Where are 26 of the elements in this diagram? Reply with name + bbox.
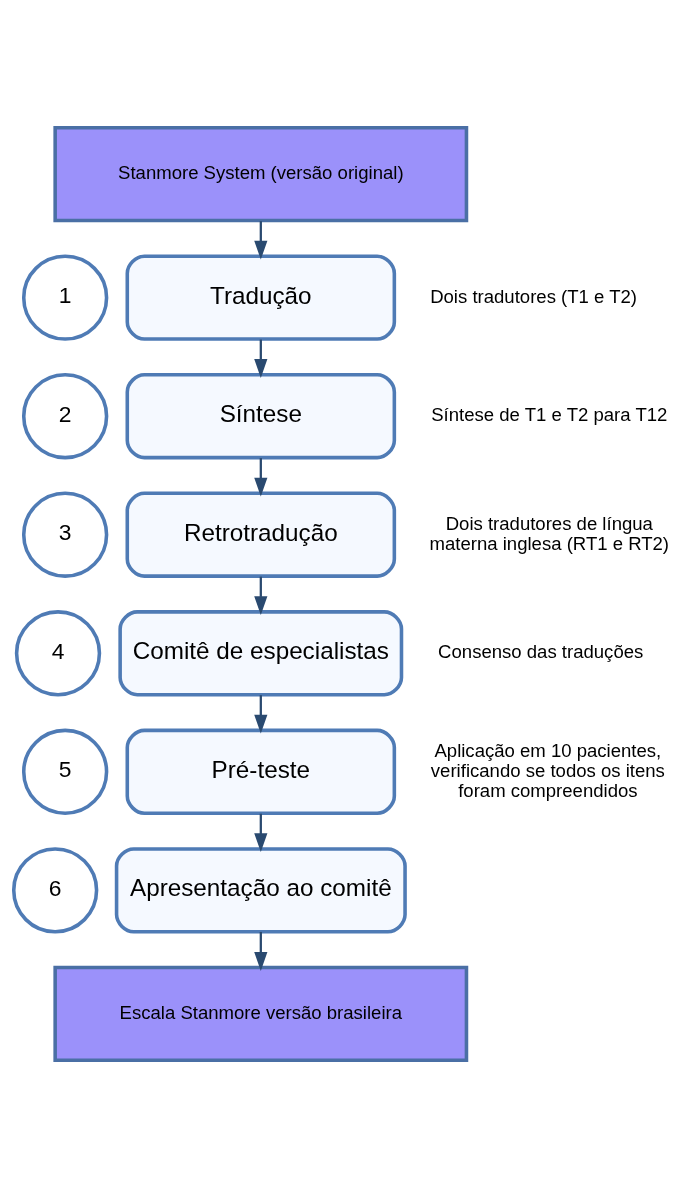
arrow bbox=[254, 813, 268, 852]
node-label: Aplicação em 10 pacientes, verificando se todos os itens foram compreendidos bbox=[430, 739, 665, 801]
node-label: Consenso das traduções bbox=[438, 640, 644, 662]
node-box: Apresentação ao comitê bbox=[114, 846, 407, 934]
node-box: Escala Stanmore versão brasileira bbox=[53, 965, 469, 1062]
arrow bbox=[254, 339, 268, 378]
node-circle: 5 bbox=[21, 728, 109, 815]
node-label: Dois tradutores de língua materna inglesa (RT1 e RT2) bbox=[429, 512, 670, 554]
node-label: Síntese de T1 e T2 para T12 bbox=[431, 403, 668, 425]
node-box: Comitê de especialistas bbox=[118, 609, 404, 696]
arrow bbox=[254, 931, 268, 971]
node-label: Dois tradutores (T1 e T2) bbox=[430, 285, 638, 307]
arrow bbox=[254, 457, 268, 497]
node-circle: 2 bbox=[21, 372, 109, 459]
node-box: Stanmore System (versão original) bbox=[53, 125, 469, 222]
node-circle: 3 bbox=[21, 491, 109, 578]
arrow bbox=[254, 576, 268, 615]
node-box: Pré-teste bbox=[125, 728, 397, 815]
node-box: Retrotradução bbox=[125, 491, 397, 578]
arrow bbox=[254, 694, 268, 734]
node-circle: 1 bbox=[21, 253, 109, 341]
node-box: Tradução bbox=[125, 253, 397, 341]
node-box: Síntese bbox=[125, 372, 397, 459]
node-circle: 4 bbox=[14, 609, 102, 696]
arrow bbox=[254, 220, 268, 260]
node-circle: 6 bbox=[11, 846, 99, 934]
